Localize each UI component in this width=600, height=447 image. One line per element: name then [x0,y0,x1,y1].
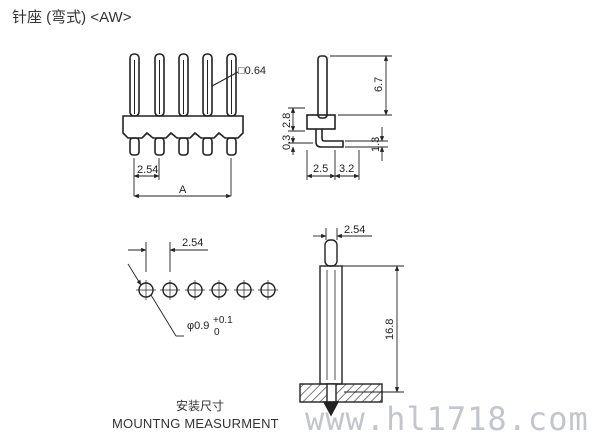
front-pins-upper [129,53,237,117]
hole [136,280,156,300]
mounting-holes [136,280,278,300]
front-dimensions [133,158,232,199]
front-housing [122,115,244,139]
front-view [122,53,244,156]
caption-english: MOUNTNG MEASURMENT [112,416,279,431]
pcb-board [299,383,383,403]
side-dim-1-3-label: 1.3 [370,137,382,152]
hole [258,280,278,300]
hole-tolerance-plus: +0.1 [213,315,233,326]
side-dimensions [288,55,392,180]
front-pitch-label: 2.54 [137,164,158,176]
detail-width-label: 2.54 [344,224,365,236]
mounting-dimensions [127,242,208,337]
pin-size-label: □0.64 [238,65,266,77]
side-view [306,55,344,148]
solder-tip [322,401,340,417]
side-dim-3-2-label: 3.2 [339,163,354,175]
detail-view [299,239,383,417]
hole [185,280,205,300]
detail-dimensions [313,228,404,393]
side-dim-0-3-label: 0.3 [281,135,293,150]
side-dim-2-5-label: 2.5 [313,163,328,175]
hole [209,280,229,300]
caption-chinese: 安装尺寸 [176,399,225,413]
hole-tolerance-minus: 0 [214,327,220,338]
mounting-pitch-label: 2.54 [182,237,203,249]
front-length-label: A [179,184,187,196]
side-height-label: 6.7 [373,77,385,92]
front-pins-lower [129,137,237,156]
side-dim-2-8-label: 2.8 [281,113,293,128]
page-title: 针座 (弯式) <AW> [12,9,132,26]
hole-diameter-label: φ0.9 [187,320,209,332]
hole [234,280,254,300]
watermark: www.hl1718.com [305,400,589,438]
detail-height-label: 16.8 [384,319,396,340]
hole [160,280,180,300]
